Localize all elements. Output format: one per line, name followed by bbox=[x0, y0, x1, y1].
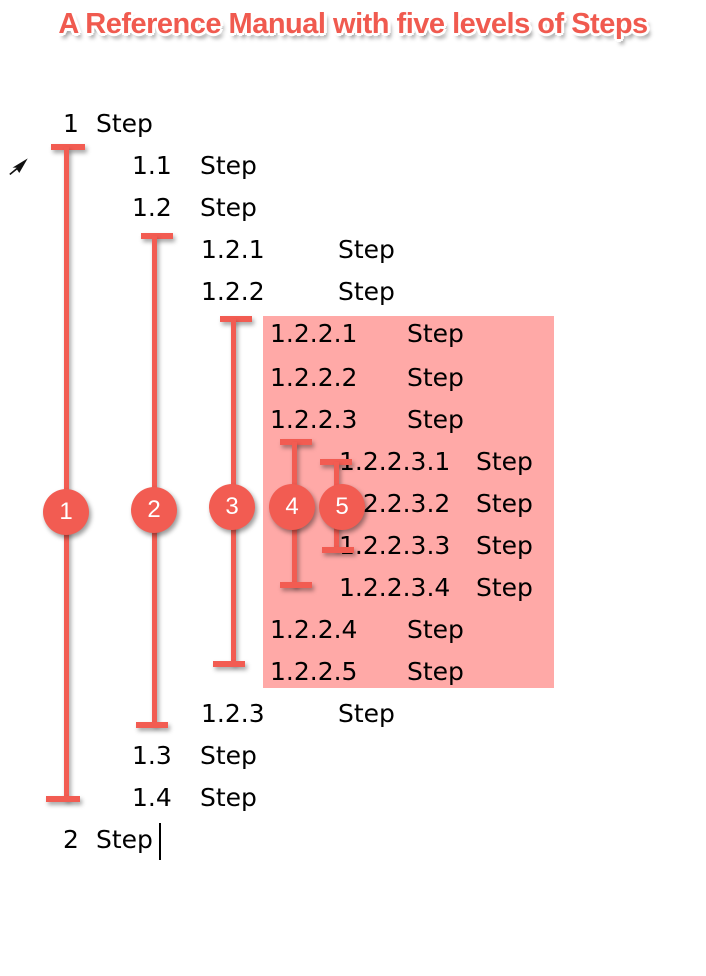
step-label: Step bbox=[96, 109, 153, 138]
level-2-bracket-line bbox=[152, 236, 157, 725]
step-label: Step bbox=[476, 531, 533, 560]
level-4-bracket-bottom bbox=[280, 582, 312, 588]
step-label: Step bbox=[476, 489, 533, 518]
step-number: 1.1 bbox=[132, 151, 172, 180]
step-label: Step bbox=[338, 235, 395, 264]
step-label: Step bbox=[338, 699, 395, 728]
step-number: 1.2.2 bbox=[201, 277, 265, 306]
level-3-bracket-bottom bbox=[213, 661, 245, 667]
step-number: 1.2.2.3.1 bbox=[339, 447, 451, 476]
step-label: Step bbox=[200, 741, 257, 770]
step-number: 1.2.2.1 bbox=[270, 319, 358, 348]
step-number: 1.2.2.3 bbox=[270, 405, 358, 434]
step-number: 1.2.1 bbox=[201, 235, 265, 264]
level-3-bracket-top bbox=[220, 316, 252, 322]
level-2-bracket-top bbox=[141, 233, 173, 239]
level-3-badge: 3 bbox=[209, 484, 255, 530]
level-1-badge: 1 bbox=[43, 489, 89, 535]
step-label: Step bbox=[338, 277, 395, 306]
step-label: Step bbox=[200, 151, 257, 180]
step-label: Step bbox=[407, 405, 464, 434]
page-title: A Reference Manual with five levels of S… bbox=[58, 8, 648, 40]
step-label: Step bbox=[407, 363, 464, 392]
step-number: 1.2.2.3.3 bbox=[339, 531, 451, 560]
step-label: Step bbox=[407, 657, 464, 686]
step-number: 2 bbox=[63, 825, 79, 854]
step-number: 1.2.2.2 bbox=[270, 363, 358, 392]
step-number: 1.3 bbox=[132, 741, 172, 770]
step-label: Step bbox=[476, 447, 533, 476]
level-4-badge: 4 bbox=[269, 484, 315, 530]
step-number: 1.2.2.5 bbox=[270, 657, 358, 686]
step-number: 1.4 bbox=[132, 783, 172, 812]
step-label: Step bbox=[407, 319, 464, 348]
step-label: Step bbox=[476, 573, 533, 602]
step-label: Step bbox=[200, 783, 257, 812]
step-number: 1.2.2.3.4 bbox=[339, 573, 451, 602]
level-2-badge: 2 bbox=[131, 487, 177, 533]
step-label: Step bbox=[407, 615, 464, 644]
step-number: 1.2.3 bbox=[201, 699, 265, 728]
level-5-bracket-bottom bbox=[322, 547, 354, 553]
text-cursor bbox=[159, 823, 161, 860]
level-1-bracket-line bbox=[64, 147, 69, 800]
step-number: 1.2 bbox=[132, 193, 172, 222]
step-label: Step bbox=[200, 193, 257, 222]
level-1-bracket-bottom bbox=[46, 796, 80, 802]
step-number: 1.2.2.4 bbox=[270, 615, 358, 644]
mouse-pointer-icon bbox=[8, 155, 30, 178]
step-number: 1 bbox=[63, 109, 79, 138]
level-5-badge: 5 bbox=[319, 484, 365, 530]
level-2-bracket-bottom bbox=[136, 722, 168, 728]
step-label: Step bbox=[96, 825, 153, 854]
